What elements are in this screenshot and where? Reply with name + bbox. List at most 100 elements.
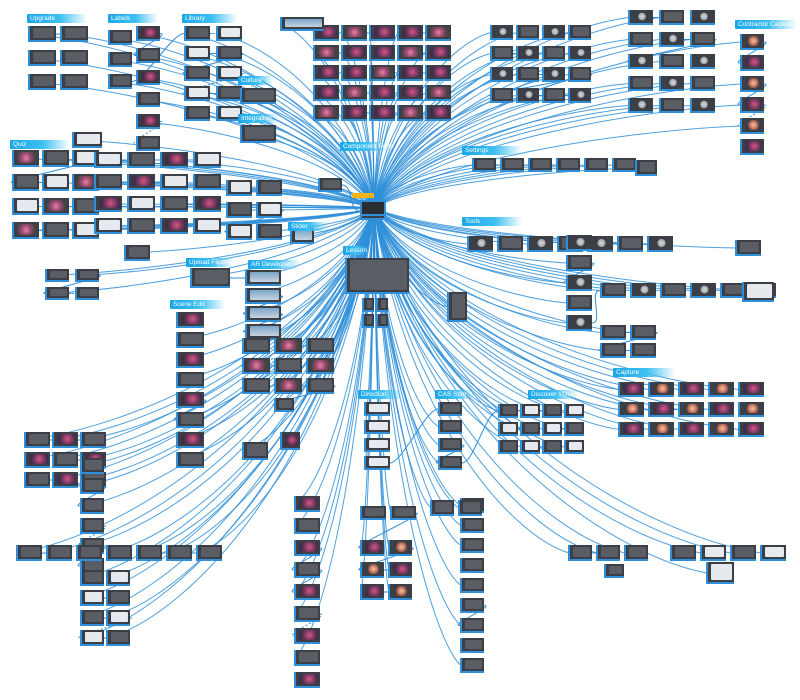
graph-node[interactable]: [566, 295, 592, 311]
graph-node[interactable]: [184, 86, 210, 101]
graph-node[interactable]: [294, 562, 320, 578]
graph-node[interactable]: [160, 196, 188, 212]
group-header-settings[interactable]: Settings: [462, 146, 522, 155]
graph-node[interactable]: [42, 222, 69, 239]
graph-node[interactable]: [160, 174, 188, 190]
graph-node[interactable]: [294, 496, 320, 512]
graph-node[interactable]: [690, 54, 715, 69]
graph-node[interactable]: [660, 283, 686, 298]
graph-node[interactable]: [80, 610, 104, 626]
group-header-integration[interactable]: Integration: [238, 114, 278, 123]
graph-node[interactable]: [184, 106, 210, 121]
graph-node[interactable]: [226, 180, 252, 196]
graph-node[interactable]: [738, 402, 764, 417]
graph-node[interactable]: [242, 358, 270, 374]
graph-node[interactable]: [360, 506, 386, 520]
graph-node[interactable]: [390, 506, 416, 520]
graph-node[interactable]: [630, 325, 656, 340]
graph-node[interactable]: [738, 382, 764, 397]
graph-node[interactable]: [738, 422, 764, 437]
graph-node[interactable]: [196, 545, 222, 561]
graph-node[interactable]: [360, 562, 384, 578]
graph-node[interactable]: [498, 404, 518, 418]
graph-node[interactable]: [60, 26, 88, 42]
graph-node[interactable]: [527, 236, 553, 252]
graph-node[interactable]: [12, 222, 39, 239]
graph-node[interactable]: [678, 422, 704, 437]
graph-node[interactable]: [566, 315, 592, 331]
graph-node[interactable]: [94, 152, 122, 168]
graph-node[interactable]: [568, 25, 591, 40]
graph-node[interactable]: [80, 478, 104, 494]
graph-node[interactable]: [216, 26, 242, 41]
graph-node[interactable]: [124, 245, 150, 261]
graph-node[interactable]: [106, 570, 130, 586]
graph-node[interactable]: [628, 98, 653, 113]
graph-node[interactable]: [397, 105, 423, 121]
graph-node[interactable]: [313, 85, 339, 101]
graph-node[interactable]: [460, 538, 484, 553]
graph-node[interactable]: [242, 442, 268, 460]
graph-node[interactable]: [80, 458, 104, 474]
graph-node[interactable]: [28, 50, 56, 66]
graph-node[interactable]: [498, 422, 518, 436]
group-header-cas[interactable]: CAS Stim: [435, 390, 473, 399]
graph-node[interactable]: [735, 240, 761, 256]
graph-node[interactable]: [760, 545, 786, 561]
graph-node[interactable]: [566, 235, 592, 251]
graph-node[interactable]: [490, 25, 513, 40]
graph-node[interactable]: [542, 88, 565, 103]
graph-node[interactable]: [106, 590, 130, 606]
graph-node[interactable]: [397, 45, 423, 61]
graph-node[interactable]: [80, 498, 104, 514]
group-header-scene[interactable]: Scene Edit: [170, 300, 225, 309]
graph-node[interactable]: [80, 570, 104, 586]
graph-node[interactable]: [176, 432, 204, 448]
graph-node[interactable]: [460, 638, 484, 653]
graph-node[interactable]: [364, 420, 390, 434]
graph-node[interactable]: [659, 10, 684, 25]
graph-node[interactable]: [566, 255, 592, 271]
graph-node[interactable]: [516, 46, 539, 61]
graph-node[interactable]: [700, 545, 726, 561]
graph-node[interactable]: [600, 283, 626, 298]
graph-node[interactable]: [460, 518, 484, 533]
graph-node[interactable]: [184, 66, 210, 81]
graph-node[interactable]: [24, 432, 50, 448]
graph-node[interactable]: [280, 432, 300, 450]
graph-node[interactable]: [176, 312, 204, 328]
graph-node[interactable]: [690, 76, 715, 91]
graph-node[interactable]: [176, 452, 204, 468]
graph-node[interactable]: [176, 332, 204, 348]
graph-node[interactable]: [740, 55, 764, 71]
graph-node[interactable]: [176, 412, 204, 428]
group-header-quiz[interactable]: Quiz: [10, 140, 70, 149]
graph-node[interactable]: [108, 30, 132, 45]
graph-node[interactable]: [94, 196, 122, 212]
graph-node[interactable]: [604, 564, 624, 578]
graph-node[interactable]: [542, 67, 565, 82]
graph-node[interactable]: [659, 32, 684, 47]
graph-node[interactable]: [76, 545, 102, 561]
graph-node[interactable]: [226, 202, 252, 218]
graph-node[interactable]: [472, 158, 496, 172]
graph-node[interactable]: [438, 438, 462, 452]
graph-node[interactable]: [94, 174, 122, 190]
graph-node[interactable]: [628, 32, 653, 47]
graph-node[interactable]: [341, 105, 367, 121]
graph-node[interactable]: [364, 438, 390, 452]
graph-node[interactable]: [425, 45, 451, 61]
graph-node[interactable]: [742, 282, 774, 302]
graph-node[interactable]: [274, 338, 302, 354]
group-header-culture[interactable]: Culture: [238, 76, 273, 85]
graph-node[interactable]: [127, 218, 155, 234]
graph-node[interactable]: [108, 74, 132, 89]
graph-node[interactable]: [564, 440, 584, 454]
graph-node[interactable]: [542, 440, 562, 454]
graph-node[interactable]: [520, 404, 540, 418]
graph-node[interactable]: [52, 452, 78, 468]
graph-node[interactable]: [306, 378, 334, 394]
graph-node[interactable]: [425, 65, 451, 81]
graph-node[interactable]: [240, 125, 276, 143]
graph-node[interactable]: [708, 422, 734, 437]
